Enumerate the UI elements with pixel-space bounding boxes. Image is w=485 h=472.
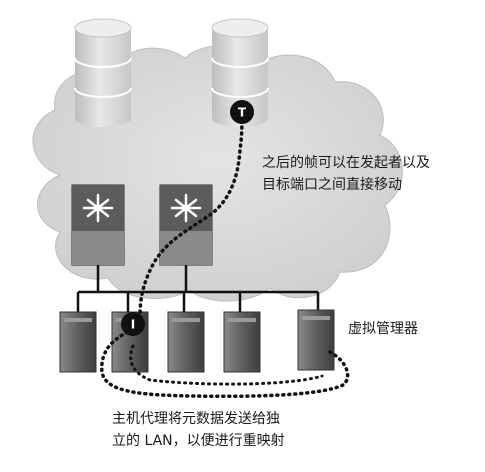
switch-icon [159, 184, 213, 266]
database-icon [74, 18, 132, 127]
path-description-line: 之后的帧可以在发起者以及 [262, 155, 430, 171]
frame-path [138, 114, 244, 320]
initiator-badge: I [121, 312, 145, 336]
network-bus [76, 265, 320, 312]
server-icon [223, 311, 261, 373]
path-description: 之后的帧可以在发起者以及 目标端口之间直接移动 [262, 152, 430, 196]
initiator-badge-label: I [131, 318, 135, 332]
path-description-line: 目标端口之间直接移动 [262, 177, 402, 193]
host-proxy-line: 主机代理将元数据发送给独 [112, 411, 280, 427]
remap-path [100, 328, 350, 399]
switch-icon [71, 184, 125, 266]
host-proxy-line: 立的 LAN，以便进行重映射 [112, 433, 285, 449]
database-icon [211, 18, 269, 127]
target-badge: T [230, 100, 254, 124]
virtual-manager-label: 虚拟管理器 [348, 318, 418, 340]
remap-path-inner [129, 344, 324, 386]
host-proxy-description: 主机代理将元数据发送给独 立的 LAN，以便进行重映射 [112, 408, 285, 452]
server-icon [59, 311, 97, 373]
server-icon [297, 309, 335, 371]
virtual-manager-text: 虚拟管理器 [348, 321, 418, 337]
target-badge-label: T [238, 106, 247, 120]
server-icon [167, 311, 205, 373]
